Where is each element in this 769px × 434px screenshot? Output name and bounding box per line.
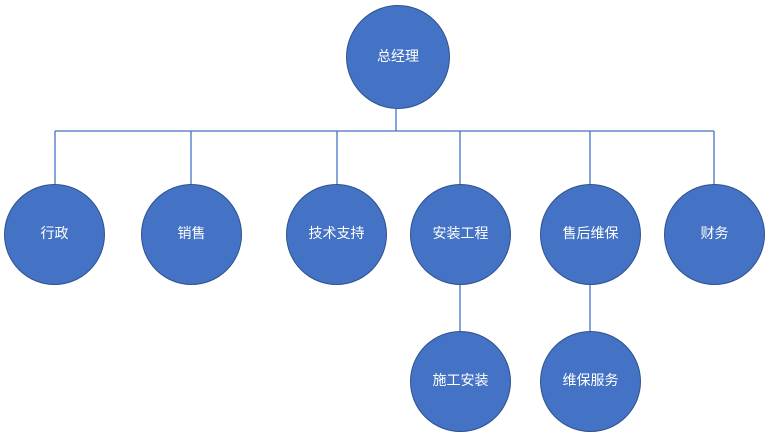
node-technical-support: 技术支持 (286, 184, 387, 285)
node-general-manager: 总经理 (346, 5, 450, 109)
node-sales: 销售 (141, 184, 242, 285)
node-installation-engineering-label: 安装工程 (432, 226, 489, 242)
node-general-manager-label: 总经理 (377, 48, 419, 65)
node-construction-installation-label: 施工安装 (432, 373, 489, 389)
node-after-sales-maintenance-label: 售后维保 (562, 226, 619, 242)
node-after-sales-maintenance: 售后维保 (540, 184, 641, 285)
node-finance: 财务 (664, 184, 765, 285)
node-maintenance-service-label: 维保服务 (562, 373, 619, 389)
node-maintenance-service: 维保服务 (540, 331, 641, 432)
node-construction-installation: 施工安装 (410, 331, 511, 432)
node-sales-label: 销售 (177, 226, 206, 242)
node-administration-label: 行政 (40, 226, 69, 242)
node-finance-label: 财务 (700, 226, 729, 242)
node-technical-support-label: 技术支持 (308, 226, 365, 242)
node-administration: 行政 (4, 184, 105, 285)
node-installation-engineering: 安装工程 (410, 184, 511, 285)
